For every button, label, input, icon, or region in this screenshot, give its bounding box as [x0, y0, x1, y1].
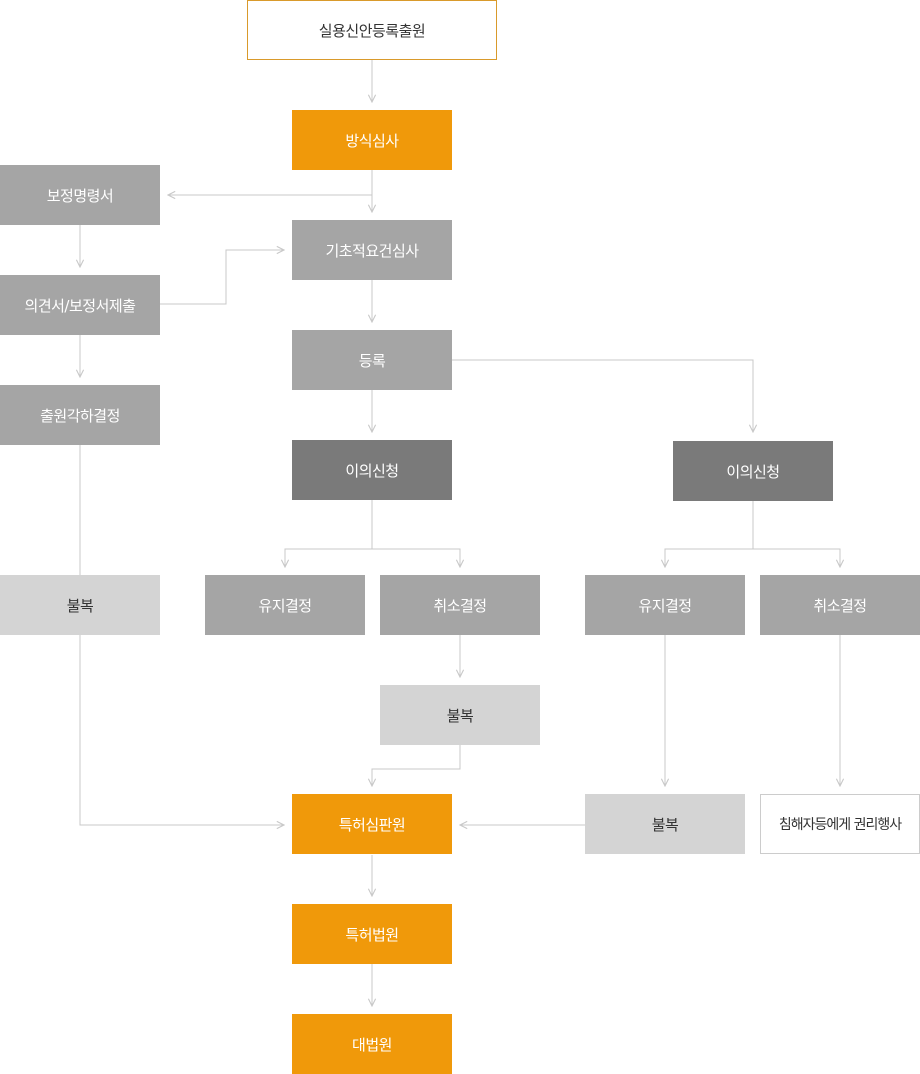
node-appeal-left-label: 불복: [66, 596, 94, 615]
node-application: 실용신안등록출원: [247, 0, 497, 60]
node-appeal-left: 불복: [0, 575, 160, 635]
node-opposition-right: 이의신청: [673, 441, 833, 501]
edge-appeal-left-to-tribunal: [79, 635, 284, 825]
node-ip-tribunal-label: 특허심판원: [338, 815, 406, 834]
edge-appeal-mid-to-tribunal: [372, 745, 461, 786]
node-revoke-right-label: 취소결정: [813, 596, 867, 615]
node-appeal-right: 불복: [585, 794, 745, 854]
node-appeal-right-label: 불복: [651, 815, 679, 834]
edge-registration-to-opposition-right: [452, 359, 753, 432]
node-revoke-left: 취소결정: [380, 575, 540, 635]
node-correction-order-label: 보정명령서: [46, 186, 114, 205]
node-opposition-left: 이의신청: [292, 440, 452, 500]
node-supreme-court: 대법원: [292, 1014, 452, 1074]
edge-opposition-right-to-maintain: [665, 500, 754, 567]
node-registration-label: 등록: [358, 351, 386, 370]
node-basic-requirements-exam-label: 기초적요건심사: [325, 241, 419, 260]
node-rejection-decision-label: 출원각하결정: [40, 406, 120, 425]
node-infringement-rights: 침해자등에게 권리행사: [760, 794, 920, 854]
node-maintain-left: 유지결정: [205, 575, 365, 635]
node-opposition-right-label: 이의신청: [726, 462, 780, 481]
node-maintain-right-label: 유지결정: [638, 596, 692, 615]
node-formality-exam: 방식심사: [292, 110, 452, 170]
node-appeal-mid-label: 불복: [446, 706, 474, 725]
node-maintain-right: 유지결정: [585, 575, 745, 635]
node-formality-exam-label: 방식심사: [345, 131, 399, 150]
node-registration: 등록: [292, 330, 452, 390]
edge-opposition-left-to-maintain: [285, 500, 373, 567]
node-patent-court-label: 특허법원: [345, 925, 399, 944]
node-basic-requirements-exam: 기초적요건심사: [292, 220, 452, 280]
node-infringement-rights-label: 침해자등에게 권리행사: [778, 817, 902, 833]
edge-opinion-to-basic: [160, 250, 284, 305]
node-revoke-left-label: 취소결정: [433, 596, 487, 615]
edge-opposition-right-to-revoke: [753, 548, 840, 567]
node-revoke-right: 취소결정: [760, 575, 920, 635]
node-ip-tribunal: 특허심판원: [292, 794, 452, 854]
node-opposition-left-label: 이의신청: [345, 461, 399, 480]
node-correction-order: 보정명령서: [0, 165, 160, 225]
node-patent-court: 특허법원: [292, 904, 452, 964]
node-supreme-court-label: 대법원: [352, 1035, 392, 1054]
edge-opposition-left-to-revoke: [372, 548, 460, 567]
node-maintain-left-label: 유지결정: [258, 596, 312, 615]
node-opinion-submission-label: 의견서/보정서제출: [24, 296, 136, 315]
node-application-label: 실용신안등록출원: [318, 21, 426, 40]
node-rejection-decision: 출원각하결정: [0, 385, 160, 445]
node-opinion-submission: 의견서/보정서제출: [0, 275, 160, 335]
node-appeal-mid: 불복: [380, 685, 540, 745]
